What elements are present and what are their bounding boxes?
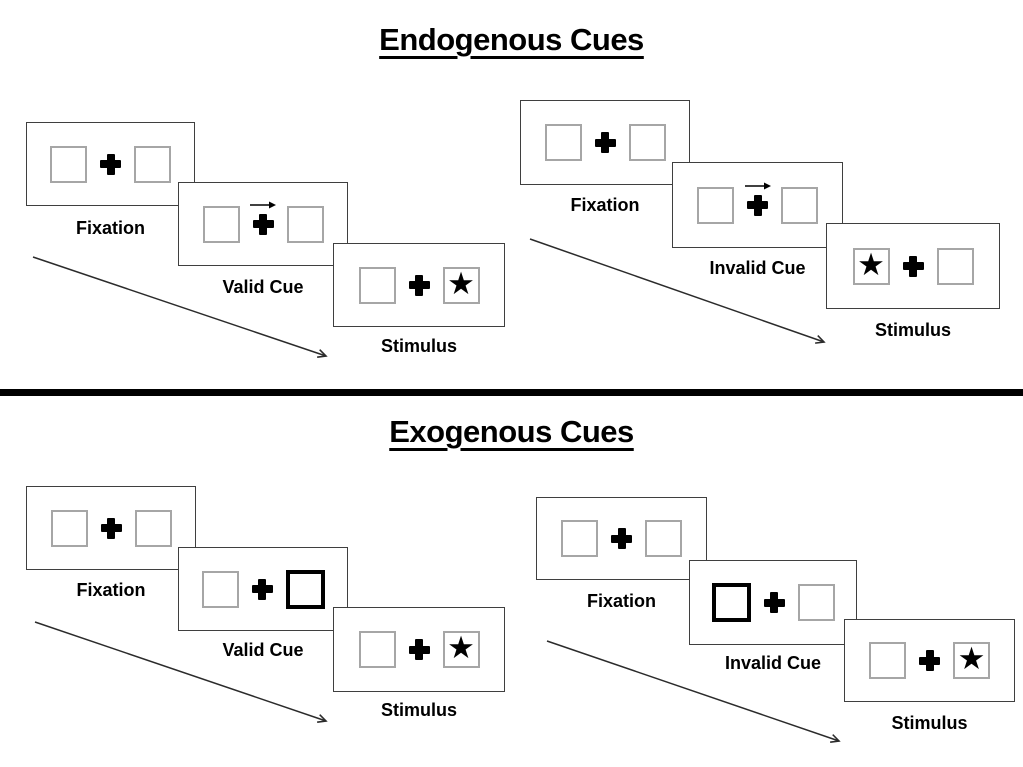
- left-placeholder-box: [544, 124, 582, 161]
- fixation-cross: [100, 517, 122, 539]
- cue-box: [285, 569, 325, 609]
- fixation-cross: [763, 592, 785, 613]
- fixation-card: [520, 100, 690, 185]
- step-label-stimulus: Stimulus: [380, 336, 457, 356]
- step-label-stimulus: Stimulus: [874, 320, 951, 340]
- fixation-card: [536, 497, 707, 580]
- right-placeholder-box: [628, 124, 666, 161]
- cue-card: [689, 560, 857, 645]
- step-label-stimulus: Stimulus: [380, 700, 457, 720]
- endogenous-section-title: Endogenous Cues: [379, 22, 644, 57]
- fixation-cross: [250, 201, 276, 235]
- step-label-fixation: Fixation: [75, 218, 145, 238]
- cue-card: [178, 547, 348, 631]
- fixation-cross: [919, 650, 940, 671]
- sequence-arrow: [32, 256, 328, 359]
- fixation-card: [26, 486, 196, 570]
- right-placeholder-box: [134, 145, 171, 183]
- sequence-arrow: [529, 238, 826, 344]
- fixation-card: [26, 122, 195, 206]
- sequence-arrow: [34, 621, 328, 724]
- right-placeholder-box: [797, 584, 835, 621]
- cue-box: [711, 583, 751, 622]
- cue-card: [178, 182, 348, 266]
- stimulus-card: ★: [333, 607, 505, 692]
- cue-card: [672, 162, 843, 248]
- right-placeholder-box: [781, 186, 818, 224]
- fixation-cross: [408, 639, 430, 660]
- endogenous-valid-panel: Fixation Valid Cue ★ Stimulus: [20, 115, 510, 367]
- step-label-fixation: Fixation: [586, 591, 656, 611]
- left-placeholder-box: [869, 642, 906, 679]
- target-box: ★: [852, 246, 890, 285]
- left-placeholder-box: [561, 520, 598, 557]
- star-icon: ★: [447, 630, 475, 666]
- step-label-fixation: Fixation: [76, 580, 146, 600]
- step-label-fixation: Fixation: [570, 195, 640, 215]
- target-box: ★: [442, 265, 480, 304]
- fixation-cross: [744, 182, 771, 216]
- step-label-cue: Valid Cue: [222, 277, 304, 297]
- stimulus-card: ★: [826, 223, 1000, 309]
- fixation-cross: [611, 528, 632, 549]
- left-placeholder-box: [50, 145, 87, 183]
- star-icon: ★: [857, 246, 885, 283]
- left-placeholder-box: [201, 570, 239, 608]
- fixation-cross: [594, 132, 616, 153]
- sequence-arrow: [546, 640, 841, 743]
- step-label-cue: Invalid Cue: [724, 653, 822, 673]
- exogenous-invalid-panel: Fixation Invalid Cue ★ Stimulus: [530, 490, 1023, 762]
- left-placeholder-box: [697, 186, 734, 224]
- exogenous-valid-panel: Fixation Valid Cue ★ Stimulus: [20, 480, 510, 732]
- exogenous-section-title: Exogenous Cues: [389, 414, 634, 449]
- fixation-cross: [902, 255, 924, 277]
- stimulus-card: ★: [333, 243, 505, 327]
- fixation-cross: [408, 274, 430, 296]
- fixation-cross: [100, 153, 121, 175]
- right-placeholder-box: [645, 520, 682, 557]
- star-icon: ★: [957, 641, 986, 677]
- step-label-cue: Valid Cue: [222, 640, 304, 660]
- left-placeholder-box: [50, 509, 88, 547]
- endogenous-invalid-panel: Fixation Invalid Cue ★ Stimulus: [515, 93, 1010, 355]
- target-box: ★: [442, 630, 480, 668]
- section-divider: [0, 389, 1023, 396]
- step-label-stimulus: Stimulus: [891, 713, 968, 733]
- left-placeholder-box: [202, 205, 240, 243]
- cue-arrow-icon: [250, 201, 276, 208]
- cue-arrow-icon: [744, 182, 771, 189]
- right-placeholder-box: [936, 247, 974, 285]
- left-placeholder-box: [358, 631, 396, 668]
- star-icon: ★: [447, 265, 475, 302]
- stimulus-card: ★: [844, 619, 1015, 702]
- right-placeholder-box: [134, 509, 172, 547]
- target-box: ★: [953, 642, 990, 679]
- step-label-cue: Invalid Cue: [709, 258, 806, 278]
- fixation-cross: [251, 578, 273, 600]
- left-placeholder-box: [358, 266, 396, 304]
- right-placeholder-box: [286, 205, 324, 243]
